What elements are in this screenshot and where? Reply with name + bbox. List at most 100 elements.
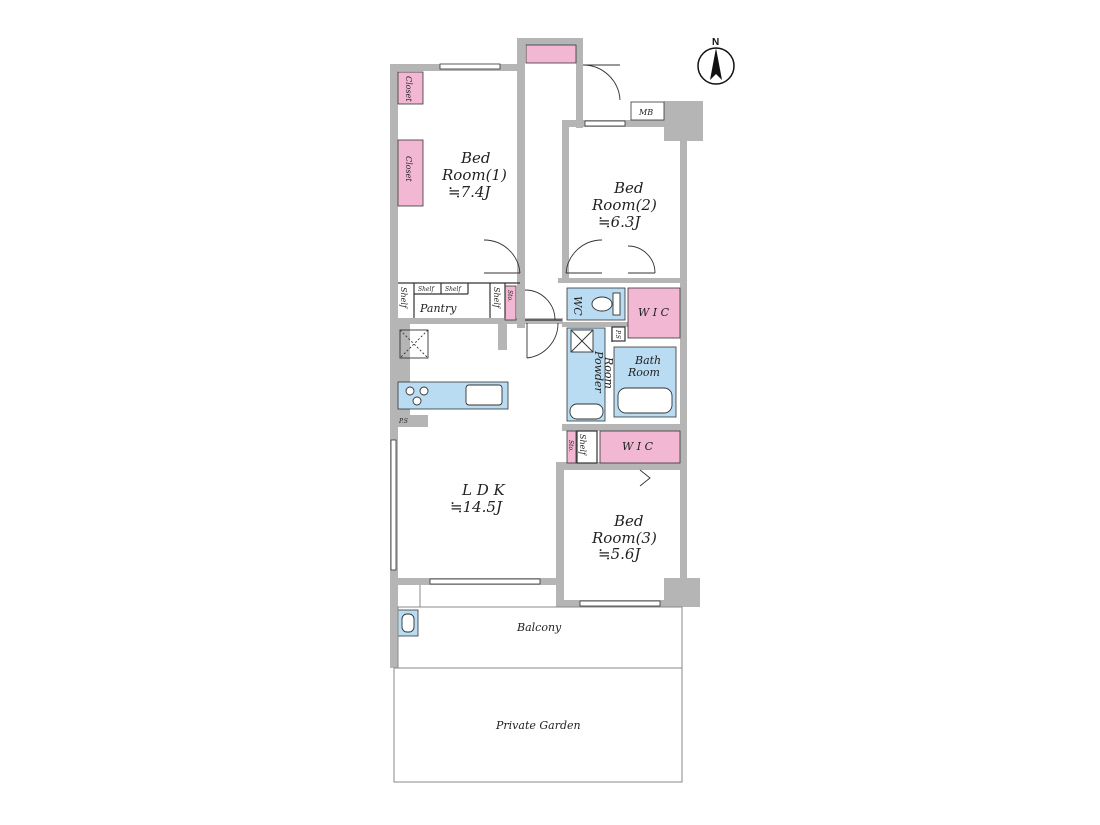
stove-burner-2 bbox=[419, 386, 429, 396]
balcony-area bbox=[397, 606, 683, 669]
garden-name: Private Garden bbox=[495, 719, 581, 732]
wic-lower-text: W I C bbox=[622, 440, 654, 453]
window-ldk-left bbox=[390, 439, 397, 571]
door-entrance bbox=[582, 64, 621, 101]
stove-burner-1 bbox=[405, 386, 415, 396]
fridge-space bbox=[399, 329, 429, 359]
powder-label: Powder Room bbox=[592, 350, 615, 394]
partitions bbox=[398, 282, 626, 464]
wc-name: WC bbox=[571, 296, 584, 316]
door-corridor bbox=[524, 289, 556, 321]
entrance-shoe-cabinet bbox=[525, 44, 577, 64]
shelf-lower-label: Shelf bbox=[578, 434, 587, 457]
fixtures bbox=[399, 292, 673, 633]
doors bbox=[483, 64, 656, 487]
garden-area bbox=[393, 667, 683, 783]
wall-wc-bath bbox=[562, 322, 687, 327]
wall-pantry-bottom bbox=[398, 318, 563, 324]
bedroom2-name-2: Room(2) bbox=[591, 196, 657, 214]
wall-bedroom2-top bbox=[566, 120, 688, 127]
bedroom1-name-1: Bed bbox=[460, 149, 491, 167]
closet-bottom-label: Closet bbox=[404, 156, 413, 182]
window-ldk-bottom bbox=[429, 578, 541, 585]
sto-text: Sto. bbox=[506, 290, 513, 302]
shelf-left-label: Shelf bbox=[399, 287, 408, 310]
wic-upper-text: W I C bbox=[638, 306, 670, 319]
door-ldk bbox=[526, 322, 559, 359]
mb-box bbox=[630, 101, 665, 121]
closet-top bbox=[397, 71, 424, 105]
wall-corridor-stub bbox=[498, 322, 507, 350]
sto-lower-label: Sto. bbox=[567, 440, 574, 452]
shelf-top-a-text: Shelf bbox=[418, 286, 435, 293]
stove-burner-3 bbox=[412, 396, 422, 406]
closet-top-label: Closet bbox=[404, 76, 413, 102]
toilet-tank bbox=[612, 292, 621, 316]
kitchen-sink bbox=[465, 384, 503, 406]
window-bedroom2-top bbox=[584, 120, 626, 127]
north-arrow-icon bbox=[710, 48, 722, 80]
shelf-top-b-text: Shelf bbox=[445, 286, 462, 293]
fridge-x1 bbox=[399, 329, 429, 359]
wall-bedroom2-left bbox=[562, 120, 569, 280]
shelf-left-text: Shelf bbox=[399, 287, 408, 310]
door-wic-upper bbox=[627, 245, 656, 274]
windows bbox=[390, 63, 661, 607]
ps-bath-label: P.S bbox=[614, 329, 621, 339]
ps-bath-text: P.S bbox=[614, 329, 621, 339]
sto-label: Sto. bbox=[506, 290, 513, 302]
wic-upper-block bbox=[627, 287, 681, 339]
wall-wet-core bbox=[558, 278, 684, 283]
toilet-bowl bbox=[591, 296, 613, 312]
wc-label: WC bbox=[571, 296, 584, 316]
wall-entrance-right bbox=[576, 38, 583, 128]
door-bedroom2 bbox=[565, 239, 603, 274]
wall-bath-bottom bbox=[562, 424, 687, 431]
exterior bbox=[393, 585, 683, 783]
shelf-mid-label: Shelf bbox=[492, 287, 501, 310]
bedroom3-name-1: Bed bbox=[613, 512, 644, 530]
wall-wic-lower-bottom bbox=[562, 462, 687, 470]
ps-kitchen-text: P.S bbox=[398, 418, 408, 425]
shelf-lower-box bbox=[576, 430, 598, 464]
wall-entrance-top bbox=[517, 38, 582, 45]
door-bedroom3 bbox=[639, 469, 651, 487]
powder-name-1: Powder bbox=[592, 350, 605, 394]
washbasin bbox=[569, 403, 604, 420]
sto-box-lower bbox=[566, 430, 577, 464]
wall-entrance-left bbox=[517, 38, 525, 328]
wic-lower-block bbox=[599, 430, 681, 464]
north-label: N bbox=[712, 37, 719, 48]
bedroom2-size: ≒6.3J bbox=[598, 213, 641, 231]
closet-bottom bbox=[397, 139, 424, 207]
balcony-name: Balcony bbox=[516, 621, 562, 634]
pantry-name: Pantry bbox=[419, 302, 457, 315]
north-arrow: N bbox=[697, 37, 735, 85]
wall-left-bedroom1 bbox=[390, 64, 398, 280]
storage-labels: Closet Closet W I C W I C MB P.S P.S She… bbox=[398, 76, 670, 457]
ldk-name: L D K bbox=[461, 481, 506, 499]
storage-blocks bbox=[397, 44, 681, 464]
shelf-lower-text: Shelf bbox=[578, 434, 587, 457]
shelf-mid-text: Shelf bbox=[492, 287, 501, 310]
wall-kitchen-ps bbox=[396, 415, 428, 427]
bath-name-1: Bath bbox=[634, 354, 661, 367]
bedroom3-size: ≒5.6J bbox=[598, 545, 641, 563]
mb-text: MB bbox=[638, 108, 653, 117]
fridge-x2 bbox=[399, 329, 429, 359]
bedroom2-name-1: Bed bbox=[613, 179, 644, 197]
door-bedroom1 bbox=[483, 239, 521, 274]
bedroom3-name-2: Room(3) bbox=[591, 529, 657, 547]
ldk-size: ≒14.5J bbox=[450, 498, 503, 516]
room-labels: Bed Room(1) ≒7.4J Bed Room(2) ≒6.3J Bed … bbox=[419, 149, 661, 732]
window-bedroom1-top bbox=[439, 63, 501, 70]
bedroom1-size: ≒7.4J bbox=[448, 183, 491, 201]
wall-ldk-right bbox=[556, 462, 564, 607]
window-bedroom3-bottom bbox=[579, 600, 661, 607]
ps-bath-box bbox=[611, 326, 626, 342]
sto-lower-text: Sto. bbox=[567, 440, 574, 452]
bath-name-2: Room bbox=[627, 366, 660, 379]
bedroom1-name-2: Room(1) bbox=[441, 166, 507, 184]
closet-top-text: Closet bbox=[404, 76, 413, 102]
powder-name-2: Room bbox=[602, 356, 615, 389]
